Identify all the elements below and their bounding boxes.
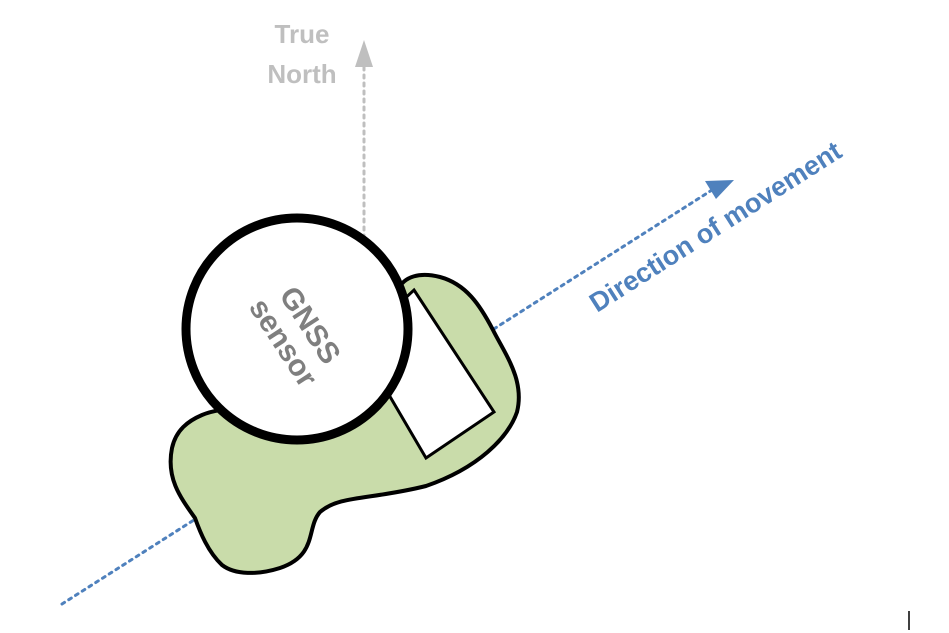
north-label-line1: True <box>275 19 330 49</box>
movement-arrowhead-icon <box>705 180 734 199</box>
gnss-sensor-circle <box>181 213 413 445</box>
movement-label: Direction of movement <box>584 136 847 318</box>
north-arrowhead-icon <box>355 40 373 67</box>
north-label-line2: North <box>267 59 336 89</box>
